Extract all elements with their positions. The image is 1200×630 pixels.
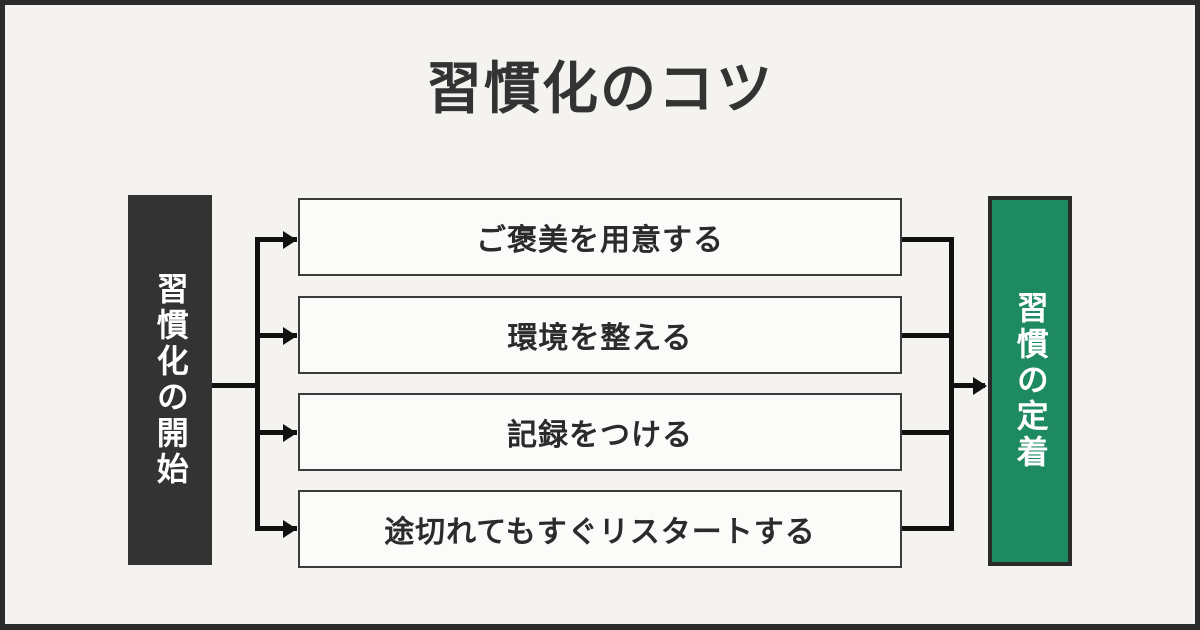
page-title: 習慣化のコツ — [426, 57, 774, 120]
left-connector-spine — [255, 239, 260, 529]
right-merge-line-4 — [902, 526, 954, 531]
left-branch-line-1 — [255, 237, 297, 242]
left-branch-line-2 — [255, 333, 297, 338]
arrow-right-icon-left-4 — [283, 520, 297, 538]
step-box-label-2: 環境を整える — [507, 322, 693, 355]
step-box-label-1: ご褒美を用意する — [476, 224, 724, 257]
step-box-label-4: 途切れてもすぐリスタートする — [384, 516, 816, 549]
end-pillar: 習慣の定着 — [988, 196, 1072, 566]
step-box-2[interactable]: 環境を整える — [298, 296, 902, 374]
end-pillar-label: 習慣の定着 — [1012, 291, 1049, 471]
end-connector-stub — [949, 383, 985, 388]
step-box-3[interactable]: 記録をつける — [298, 393, 902, 471]
right-merge-line-2 — [902, 333, 954, 338]
step-box-label-3: 記録をつける — [507, 419, 693, 452]
arrow-right-icon-left-2 — [283, 327, 297, 345]
left-branch-line-4 — [255, 526, 297, 531]
start-pillar-label: 習慣化の開始 — [152, 272, 189, 488]
arrow-right-icon-left-1 — [283, 231, 297, 249]
step-box-4[interactable]: 途切れてもすぐリスタートする — [298, 490, 902, 568]
right-merge-line-1 — [902, 237, 954, 242]
start-pillar: 習慣化の開始 — [128, 195, 212, 565]
start-connector-stub — [212, 383, 260, 388]
left-branch-line-3 — [255, 430, 297, 435]
arrow-right-icon-end — [973, 377, 987, 395]
step-box-1[interactable]: ご褒美を用意する — [298, 198, 902, 276]
right-merge-line-3 — [902, 430, 954, 435]
arrow-right-icon-left-3 — [283, 424, 297, 442]
